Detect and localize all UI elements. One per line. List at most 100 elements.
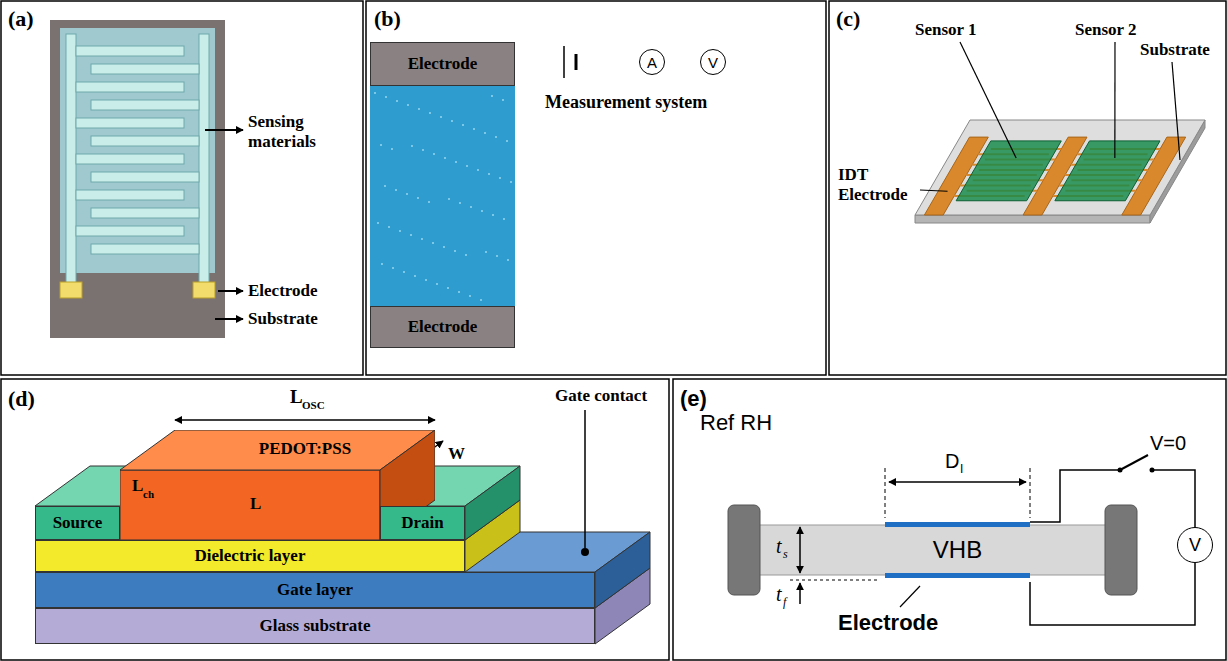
film-texture [469,295,471,297]
voltmeter-symbol: V [700,49,726,75]
sensor-film [956,141,1061,201]
substrate [50,20,225,338]
film-texture [481,210,483,212]
comb-finger [91,100,199,110]
film-texture [491,95,493,97]
film-texture [448,198,450,200]
part-label: Electrode [838,610,938,635]
dimension-subscript: I [960,463,963,477]
dimension-guide [885,468,886,518]
sensor-film [1055,141,1160,201]
film-texture [433,153,435,155]
film-texture [374,92,376,94]
film-texture [422,149,424,151]
dielectric-layer: Dielectric layer [35,540,465,572]
film-texture [488,173,490,175]
film-texture [421,238,423,240]
film-texture [391,148,393,150]
comb-bus [66,34,76,284]
dimension-symbol: L [132,476,143,496]
electrode-plate: Electrode [370,42,515,86]
condition-label: Ref RH [700,410,772,435]
layer-side-face [595,532,650,608]
comb-finger [76,82,184,92]
layer-top-face [35,568,650,608]
part-label: Sensor 2 [1075,20,1137,40]
film-texture [407,104,409,106]
sensing-film [370,86,515,306]
channel-face [120,470,380,540]
film-texture [470,206,472,208]
film-texture [440,116,442,118]
gate-contact-dot [581,548,589,556]
comb-finger [76,118,184,128]
comb-bus [199,34,209,284]
film-texture [380,144,382,146]
dimension-arrow [799,527,801,573]
panel-letter: (e) [680,386,707,411]
battery-plate [563,46,565,78]
panel-letter: (a) [8,6,34,31]
clamp [1105,505,1137,595]
film-texture [492,214,494,216]
panel-frame [366,1,826,375]
panel-frame [1,379,669,660]
comb-finger [91,208,199,218]
film-texture [395,189,397,191]
switch-contact [1118,468,1123,473]
film-texture [477,169,479,171]
substrate [915,120,1205,215]
part-label: Substrate [248,309,318,329]
node-text: V [708,54,718,71]
electrode-pad [193,282,215,298]
leader-line [584,410,586,548]
comb-finger [76,46,184,56]
film-texture [447,287,449,289]
film-texture [465,254,467,256]
dimension-arrow [799,583,801,604]
film-texture [403,271,405,273]
dimension-symbol: W [448,444,465,464]
panel-letter: (b) [374,6,401,31]
film-texture [417,197,419,199]
node-text: Electrode [408,317,478,337]
film-texture [429,112,431,114]
film-texture [480,299,482,301]
film-texture [396,100,398,102]
panel-frame [673,379,1226,660]
vhb-film: VHB [885,522,1030,578]
dimension-subscript: ch [143,488,154,501]
drain-electrode: Drain [380,506,465,540]
film-texture [455,161,457,163]
dimension-symbol: t [776,583,782,606]
film-texture [459,202,461,204]
film-texture [385,96,387,98]
leader-arrow [218,290,243,292]
node-text: Glass substrate [260,616,371,636]
panel-letter: (c) [836,6,860,31]
film-texture [454,250,456,252]
film-texture [411,145,413,147]
leader-arrow [205,129,243,131]
part-label: Sensor 1 [915,20,977,40]
electrode-pad [60,282,82,298]
film-texture [484,132,486,134]
dimension-arrow [889,481,1026,483]
dimension-symbol: t [776,535,782,558]
film-texture [432,242,434,244]
node-text: Electrode [408,54,478,74]
comb-finger [91,64,199,74]
switch-arm [1120,455,1148,470]
substrate-edge [915,215,1150,223]
panel-letter: (d) [8,386,35,411]
leader-line [900,586,920,607]
comb-finger [91,172,199,182]
dimension-subscript: s [783,548,788,562]
dimension-symbol: L [290,386,303,408]
comb-finger [76,190,184,200]
voltmeter-symbol: V [1177,527,1213,563]
source-electrode: Source [35,506,120,540]
node-text: Gate layer [277,580,353,600]
battery-plate [575,54,578,70]
film-texture [428,201,430,203]
